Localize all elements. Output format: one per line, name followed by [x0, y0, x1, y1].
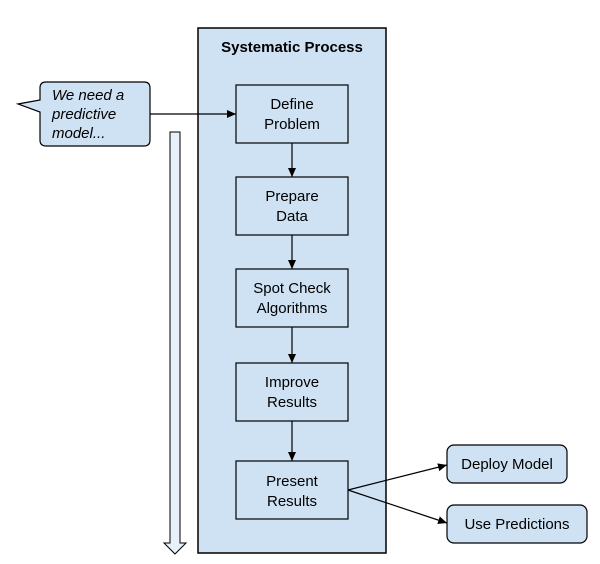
process-title: Systematic Process — [221, 39, 363, 56]
speech-bubble — [15, 81, 151, 147]
speech-bubble-line-2: predictive — [51, 106, 116, 123]
step-improve-line-2: Results — [267, 394, 317, 411]
step-box-spot-check — [235, 268, 349, 328]
step-box-prepare-data — [235, 176, 349, 236]
progress-arrow — [162, 131, 188, 555]
step-box-present-results — [235, 460, 349, 520]
step-define-line-1: Define — [270, 96, 313, 113]
present-to-predictions-arrow — [347, 489, 448, 524]
step-improve-line-1: Improve — [265, 374, 319, 391]
speech-bubble-line-3: model... — [52, 125, 105, 142]
step-present-line-1: Present — [266, 473, 319, 490]
step-prepare-line-1: Prepare — [265, 188, 318, 205]
step-box-improve-results — [235, 362, 349, 422]
step-define-line-2: Problem — [264, 116, 320, 133]
step-spotcheck-line-2: Algorithms — [257, 300, 328, 317]
output-box-deploy-model — [446, 444, 568, 484]
output-box-use-predictions — [446, 504, 588, 544]
speech-bubble-line-1: We need a — [52, 87, 124, 104]
step-prepare-line-2: Data — [276, 208, 308, 225]
output-deploy-label: Deploy Model — [461, 456, 553, 473]
output-predictions-label: Use Predictions — [464, 516, 569, 533]
present-to-deploy-arrow — [347, 463, 448, 491]
step-spotcheck-line-1: Spot Check — [253, 280, 331, 297]
step-box-define-problem — [235, 84, 349, 144]
step-present-line-2: Results — [267, 493, 317, 510]
